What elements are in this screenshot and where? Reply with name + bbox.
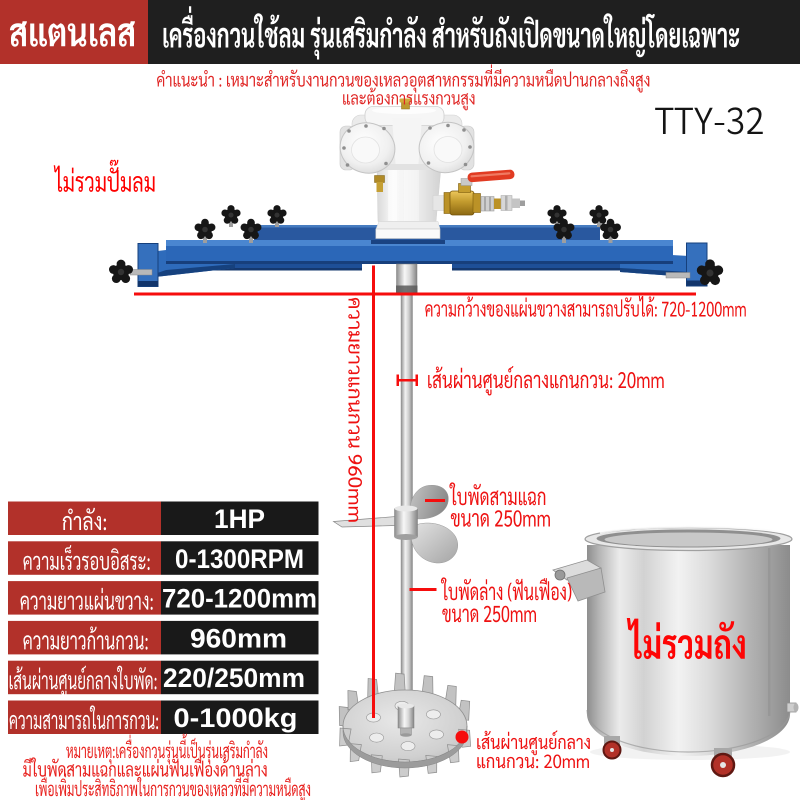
svg-text:1HP: 1HP — [214, 504, 265, 534]
svg-text:220/250mm: 220/250mm — [163, 663, 305, 693]
svg-text:0-1300RPM: 0-1300RPM — [175, 544, 304, 574]
svg-text:0-1000kg: 0-1000kg — [174, 703, 298, 733]
svg-text:720-1200mm: 720-1200mm — [162, 584, 317, 614]
svg-text:960mm: 960mm — [190, 623, 287, 653]
